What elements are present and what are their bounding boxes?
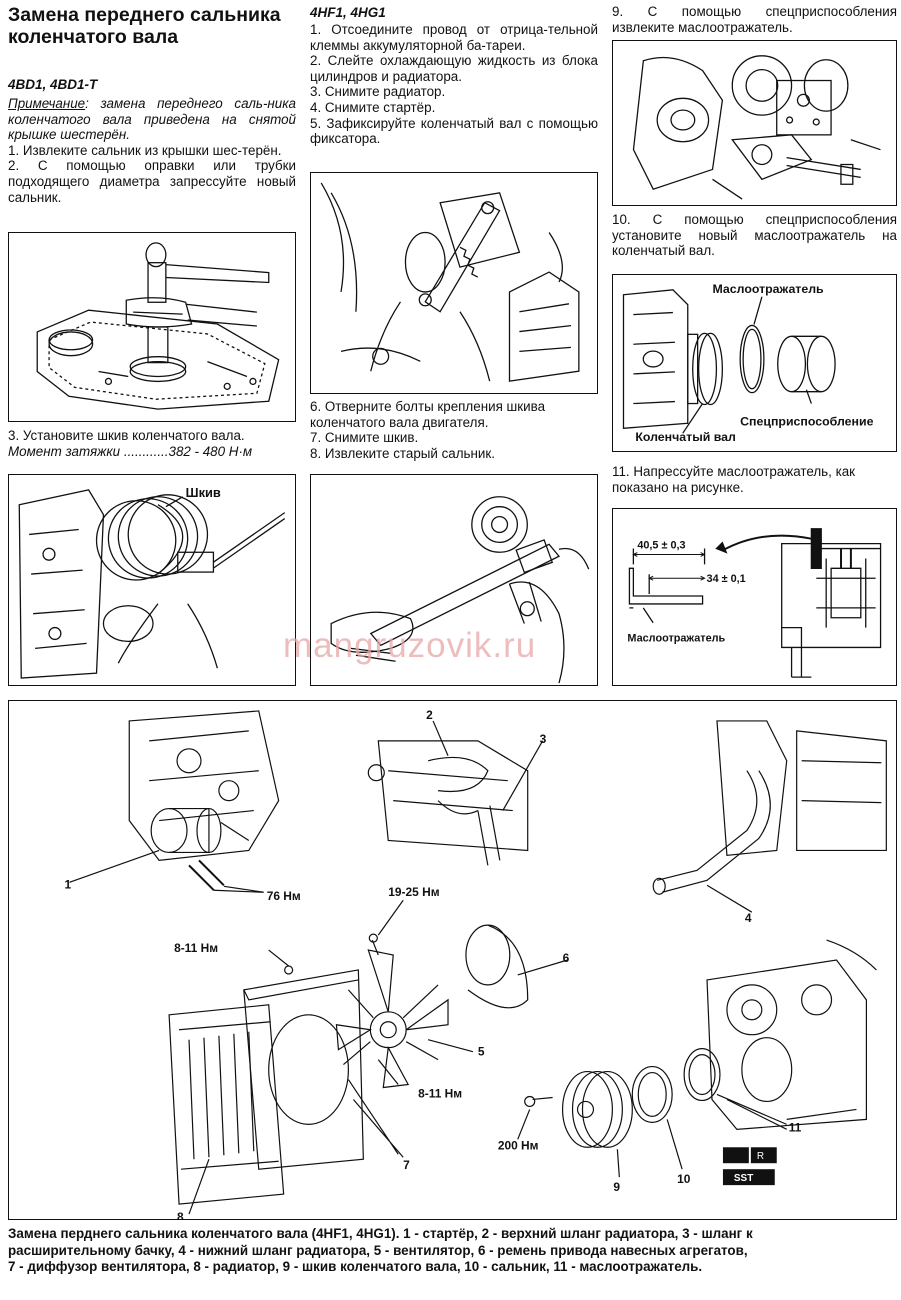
col2-step-5: 5. Зафиксируйте коленчатый вал с помощью… (310, 115, 598, 147)
badge-sst: SST (734, 1173, 753, 1184)
col1-step-3: 3. Установите шкив коленчатого вала. (8, 428, 245, 443)
label-crankshaft: Коленчатый вал (635, 430, 736, 444)
torque-pulley: 200 Нм (498, 1138, 539, 1152)
label-deflector: Маслоотражатель (712, 282, 824, 296)
callout-8: 8 (177, 1210, 184, 1219)
figure-press-seal (8, 232, 296, 422)
label-special-tool: Спецприспособление (740, 414, 873, 428)
col3-step-9: 9. С помощью спецприспособления извлекит… (612, 4, 897, 35)
figure-lock-crankshaft (310, 172, 598, 394)
engine-header-4hf1: 4HF1, 4HG1 (310, 5, 386, 20)
page-title: Замена переднего сальника коленчатого ва… (8, 4, 281, 48)
col3-step-10: 10. С помощью спецприспособления установ… (612, 212, 897, 259)
torque-fan-top: 19-25 Нм (388, 885, 439, 899)
callout-1: 1 (64, 877, 71, 891)
torque-shroud: 8-11 Нм (174, 941, 218, 955)
col2-step-1: 1. Отсоедините провод от отрица-тельной … (310, 22, 598, 53)
col2-step-6: 6. Отверните болты крепления шкива колен… (310, 399, 546, 430)
callout-3: 3 (540, 732, 547, 746)
caption-line-1: Замена перднего сальника коленчатого вал… (8, 1226, 753, 1241)
callout-5: 5 (478, 1045, 485, 1059)
figure-install-deflector: Маслоотражатель Спецприспособление Колен… (612, 274, 897, 452)
figure-press-deflector: 40,5 ± 0,3 34 ± 0,1 Маслоотражатель (612, 508, 897, 686)
figure-install-pulley: Шкив (8, 474, 296, 686)
col3-step-11: 11. Напрессуйте маслоотражатель, как пок… (612, 464, 856, 495)
figure-remove-pulley (310, 474, 598, 686)
note-paragraph: Примечание: замена переднего саль-ника к… (8, 96, 296, 143)
callout-2: 2 (426, 708, 433, 722)
callout-9: 9 (613, 1180, 620, 1194)
pulley-label: Шкив (186, 485, 221, 500)
callout-7: 7 (403, 1158, 410, 1172)
engine-header-4bd1: 4BD1, 4BD1-T (8, 77, 98, 92)
col2-steps-b: 6. Отверните болты крепления шкива колен… (310, 399, 598, 461)
torque-spec: Момент затяжки ............382 - 480 Н·м (8, 443, 253, 459)
figure-extract-deflector (612, 40, 897, 206)
badge-r: R (757, 1151, 764, 1162)
callout-6: 6 (563, 951, 570, 965)
dim-40-5: 40,5 ± 0,3 (637, 540, 685, 552)
col2-steps-a: 1. Отсоедините провод от отрица-тельной … (310, 22, 598, 147)
col2-step-3: 3. Снимите радиатор. (310, 84, 446, 100)
torque-fan-bottom: 8-11 Нм (418, 1086, 462, 1100)
col1-intro: Примечание: замена переднего саль-ника к… (8, 96, 296, 205)
col2-step-4: 4. Снимите стартёр. (310, 99, 436, 115)
dim-34: 34 ± 0,1 (707, 573, 746, 585)
caption-line-2: расширительному бачку, 4 - нижний шланг … (8, 1242, 748, 1258)
col2-step-7: 7. Снимите шкив. (310, 430, 419, 446)
figure-caption: Замена перднего сальника коленчатого вал… (8, 1226, 893, 1276)
col1-step-1: 1. Извлеките сальник из крышки шес-терён… (8, 142, 282, 158)
callout-10: 10 (677, 1172, 691, 1186)
caption-line-3: 7 - диффузор вентилятора, 8 - радиатор, … (8, 1259, 703, 1275)
callout-11: 11 (789, 1120, 802, 1134)
watermark: mangruzovik.ru (283, 626, 537, 665)
col2-step-2: 2. Слейте охлаждающую жидкость из блока … (310, 53, 598, 84)
callout-4: 4 (745, 911, 752, 925)
note-text: : замена переднего саль-ника коленчатого… (8, 96, 296, 143)
note-label: Примечание (8, 96, 86, 111)
figure-exploded-assembly: 1 76 Нм 2 3 4 19-25 Нм (8, 700, 897, 1220)
label-deflector-profile: Маслоотражатель (627, 632, 725, 644)
torque-starter: 76 Нм (267, 889, 301, 903)
col2-step-8: 8. Извлеките старый сальник. (310, 445, 495, 461)
col1-step-2: 2. С помощью оправки или трубки подходящ… (8, 158, 296, 205)
col1-step-3-block: 3. Установите шкив коленчатого вала. Мом… (8, 428, 296, 459)
